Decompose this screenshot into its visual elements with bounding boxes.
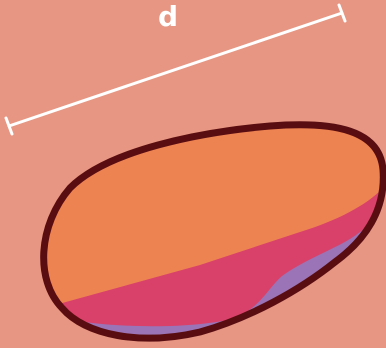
dimension-label: d [157, 0, 179, 33]
dimension-line-body [7, 11, 344, 128]
dimension-tick-right [337, 3, 347, 23]
blob-outline [40, 121, 386, 342]
dimension-line [4, 3, 347, 136]
dimension-tick-left [4, 116, 14, 136]
